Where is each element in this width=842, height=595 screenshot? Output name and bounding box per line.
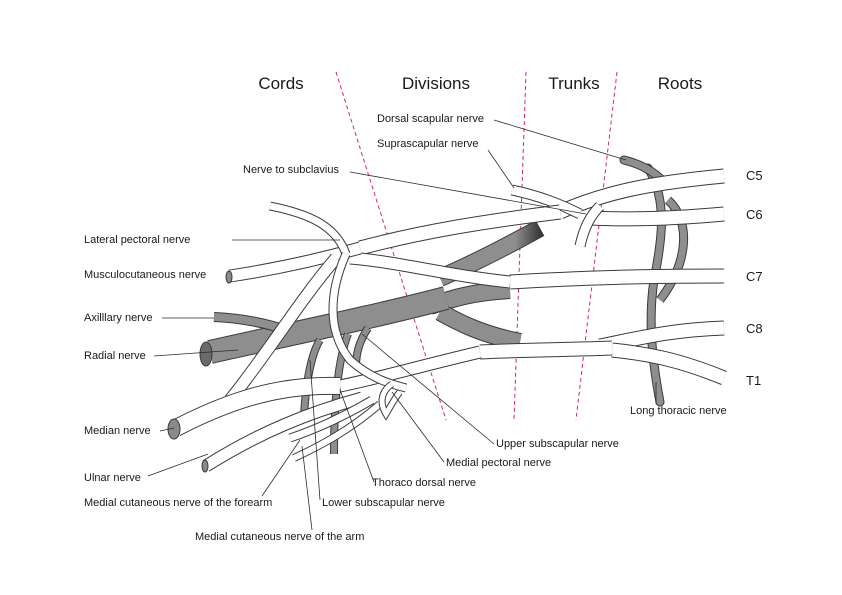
root-label-c5: C5 xyxy=(746,168,763,183)
label-radial: Radial nerve xyxy=(84,350,146,362)
label-musculocutaneous: Musculocutaneous nerve xyxy=(84,269,206,281)
medial-cutaneous-arm-shape xyxy=(292,401,382,461)
label-lower-subscapular: Lower subscapular nerve xyxy=(322,497,445,509)
header-roots: Roots xyxy=(658,74,702,93)
medial-pectoral-nerve-shape xyxy=(379,381,402,419)
label-axillary: Axilllary nerve xyxy=(84,312,152,324)
leader-lines xyxy=(147,119,657,531)
header-trunks: Trunks xyxy=(548,74,599,93)
label-lateral-pectoral: Lateral pectoral nerve xyxy=(84,234,190,246)
c6-root-shape xyxy=(589,207,725,226)
medial-cutaneous-forearm-shape xyxy=(288,396,374,442)
t1-root-shape xyxy=(611,343,727,385)
c7-root-shape xyxy=(509,269,725,289)
label-ulnar: Ulnar nerve xyxy=(84,472,141,484)
median-nerve-shape xyxy=(172,377,341,436)
divisions-trunks-divider xyxy=(513,71,527,421)
root-label-c6: C6 xyxy=(746,207,763,222)
anterior-nerves-group xyxy=(167,168,727,473)
label-thoraco-dorsal: Thoraco dorsal nerve xyxy=(372,477,476,489)
ulnar-nerve-shape xyxy=(203,392,364,471)
medial-cord-shape xyxy=(338,346,482,392)
label-nerve-to-subclavius: Nerve to subclavius xyxy=(243,164,339,176)
header-divisions: Divisions xyxy=(402,74,470,93)
label-medial-cutaneous-arm: Medial cutaneous nerve of the arm xyxy=(195,531,364,543)
label-medial-cutaneous-forearm: Medial cutaneous nerve of the forearm xyxy=(84,497,272,509)
header-cords: Cords xyxy=(258,74,303,93)
lateral-pectoral-nerve-shape xyxy=(269,202,350,256)
label-medial-pectoral: Medial pectoral nerve xyxy=(446,457,551,469)
trunks-roots-divider xyxy=(575,71,618,421)
radial-nerve-shape xyxy=(207,287,449,363)
root-label-c7: C7 xyxy=(746,269,763,284)
label-upper-subscapular: Upper subscapular nerve xyxy=(496,438,619,450)
label-long-thoracic: Long thoracic nerve xyxy=(630,405,727,417)
label-suprascapular: Suprascapular nerve xyxy=(377,138,479,150)
label-dorsal-scapular: Dorsal scapular nerve xyxy=(377,113,484,125)
lateral-cord-shape xyxy=(358,205,561,255)
c5-root-shape xyxy=(557,169,725,218)
suprascapular-nerve-shape xyxy=(511,185,583,219)
root-label-t1: T1 xyxy=(746,373,761,388)
label-median: Median nerve xyxy=(84,425,151,437)
root-label-c8: C8 xyxy=(746,321,763,336)
